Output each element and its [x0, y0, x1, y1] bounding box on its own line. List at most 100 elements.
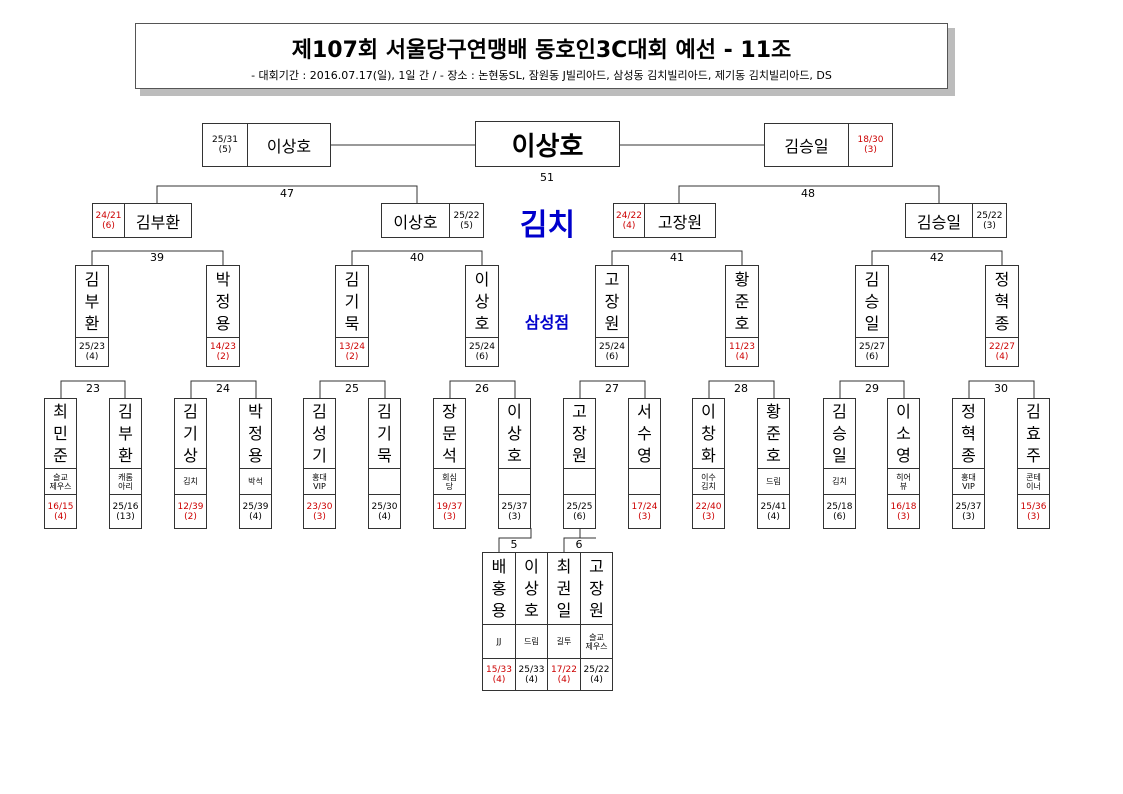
player-name: 고장원	[589, 556, 604, 620]
player-name-cell: 박정용	[207, 266, 239, 338]
player-name: 김부환	[84, 269, 100, 333]
header-box: 제107회 서울당구연맹배 동호인3C대회 예선 - 11조 - 대회기간 : …	[135, 23, 948, 89]
r2-player: 김승일 김치 25/18 (6)	[823, 398, 856, 529]
player-score: 25/18 (6)	[826, 501, 853, 522]
r3-player: 고장원 25/24 (6)	[595, 265, 629, 367]
player-club	[369, 469, 400, 495]
r3-player: 김승일 25/27 (6)	[855, 265, 889, 367]
match-no-6: 6	[575, 538, 583, 551]
player-score: 25/27 (6)	[859, 342, 885, 362]
r3-player: 김기묵 13/24 (2)	[335, 265, 369, 367]
player-score: 14/23 (2)	[210, 342, 236, 362]
player-score: 25/22 (4)	[583, 664, 610, 685]
player-name-cell: 고장원	[581, 553, 612, 625]
player-name: 고장원	[572, 401, 587, 465]
player-name: 고장원	[657, 212, 703, 232]
match-no-40: 40	[410, 251, 424, 264]
player-name: 김기묵	[344, 269, 360, 333]
player-name-cell: 김기묵	[369, 399, 400, 469]
player-name-cell: 정혁종	[986, 266, 1018, 338]
player-score: 25/30 (4)	[371, 501, 398, 522]
r2-player: 김부환 캐롬 아리 25/16 (13)	[109, 398, 142, 529]
r2-player: 이상호 25/37 (3)	[498, 398, 531, 529]
final-left-score: 25/31 (5)	[203, 124, 248, 166]
player-name: 이상호	[474, 269, 490, 333]
player-name-cell: 정혁종	[953, 399, 984, 469]
r2-player: 김성기 홍대 VIP 23/30 (3)	[303, 398, 336, 529]
player-score: 25/22 (3)	[976, 210, 1003, 231]
player-name-cell: 고장원	[596, 266, 628, 338]
player-name-cell: 김기상	[175, 399, 206, 469]
player-name-cell: 이상호	[499, 399, 530, 469]
match-no-5: 5	[510, 538, 518, 551]
player-name: 이상호	[382, 204, 450, 237]
r3-player: 황준호 11/23 (4)	[725, 265, 759, 367]
player-score: 23/30 (3)	[306, 501, 333, 522]
r2-player: 고장원 25/25 (6)	[563, 398, 596, 529]
player-name: 최민준	[53, 401, 68, 465]
final-right-name: 김승일	[765, 124, 849, 166]
match-no-25: 25	[345, 382, 359, 395]
player-name-cell: 김승일	[824, 399, 855, 469]
player-club: 박석	[240, 469, 271, 495]
match-no-24: 24	[216, 382, 230, 395]
player-score: 25/24 (6)	[599, 342, 625, 362]
player-name-cell: 황준호	[726, 266, 758, 338]
player-score: 25/22 (5)	[453, 210, 480, 231]
player-score: 25/37 (3)	[501, 501, 528, 522]
player-club: 이수 김치	[693, 469, 724, 495]
player-club: 캐롬 아리	[110, 469, 141, 495]
r3-player: 정혁종 22/27 (4)	[985, 265, 1019, 367]
player-name-cell: 이소영	[888, 399, 919, 469]
player-score: 11/23 (4)	[729, 342, 755, 362]
final-left-name: 이상호	[266, 137, 312, 156]
player-name: 정혁종	[961, 401, 976, 465]
page-subtitle: - 대회기간 : 2016.07.17(일), 1일 간 / - 장소 : 논현…	[251, 69, 832, 82]
player-club	[629, 469, 660, 495]
player-club	[564, 469, 595, 495]
player-score: 22/40 (3)	[695, 501, 722, 522]
player-score: 25/25 (6)	[566, 501, 593, 522]
player-name: 김승일	[832, 401, 847, 465]
r3-player: 김부환 25/23 (4)	[75, 265, 109, 367]
r2-player: 황준호 드림 25/41 (4)	[757, 398, 790, 529]
r2-player: 이소영 히어 뷰 16/18 (3)	[887, 398, 920, 529]
player-name: 김부환	[135, 212, 181, 232]
player-club: 콘테 이너	[1018, 469, 1049, 495]
player-score: 16/18 (3)	[890, 501, 917, 522]
player-name-cell: 최민준	[45, 399, 76, 469]
player-name-cell: 배홍용	[483, 553, 516, 625]
player-score: 15/33 (4)	[483, 659, 516, 690]
player-club: 김치	[175, 469, 206, 495]
player-name-cell: 서수영	[629, 399, 660, 469]
player-score: 25/16 (13)	[112, 501, 139, 522]
r3-player: 이상호 25/24 (6)	[465, 265, 499, 367]
player-club: 히어 뷰	[888, 469, 919, 495]
final-left-player: 25/31 (5) 이상호	[202, 123, 331, 167]
player-name: 황준호	[734, 269, 750, 333]
player-club: 슬교 제우스	[581, 625, 612, 659]
r2-player: 정혁종 홍대 VIP 25/37 (3)	[952, 398, 985, 529]
player-score: 25/37 (3)	[955, 501, 982, 522]
sponsor-subtitle: 삼성점	[524, 313, 570, 332]
player-score: 25/23 (4)	[79, 342, 105, 362]
player-score: 24/22 (4)	[614, 204, 645, 237]
champion-box: 이상호	[475, 121, 620, 167]
player-club: 홍대 VIP	[953, 469, 984, 495]
player-club: 슬교 제우스	[45, 469, 76, 495]
player-name: 김기묵	[377, 401, 392, 465]
player-name-cell: 김효주	[1018, 399, 1049, 469]
match-no-27: 27	[605, 382, 619, 395]
r2-player: 최민준 슬교 제우스 16/15 (4)	[44, 398, 77, 529]
match-no-39: 39	[150, 251, 164, 264]
match-no-48: 48	[801, 187, 815, 200]
player-score: 16/15 (4)	[47, 501, 74, 522]
r2-player: 이창화 이수 김치 22/40 (3)	[692, 398, 725, 529]
player-name-cell: 황준호	[758, 399, 789, 469]
player-name-cell: 김기묵	[336, 266, 368, 338]
player-club: JJ	[483, 625, 516, 659]
player-name: 이소영	[896, 401, 911, 465]
sponsor-title: 김치	[519, 208, 576, 243]
player-score: 25/39 (4)	[242, 501, 269, 522]
